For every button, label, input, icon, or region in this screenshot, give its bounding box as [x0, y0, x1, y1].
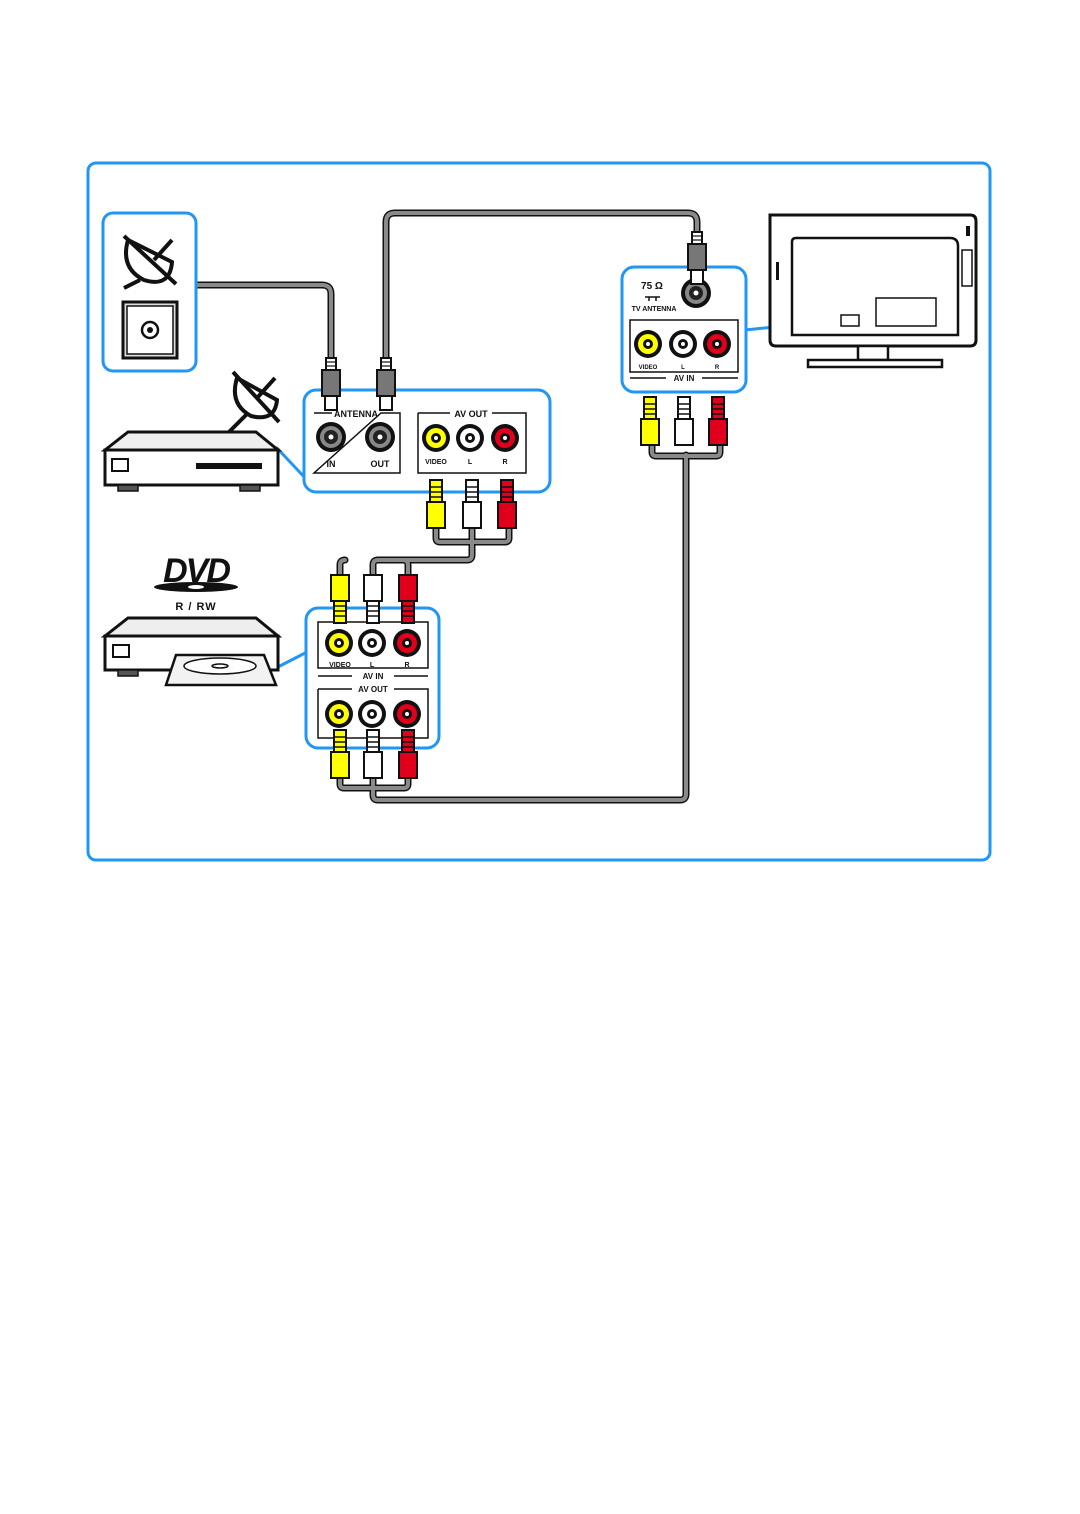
- dvd-audio-r-out-jack[interactable]: [393, 700, 421, 728]
- stb-video-out-jack[interactable]: [422, 424, 450, 452]
- stb-av-plugs: [426, 479, 517, 529]
- tv-antenna-label: TV ANTENNA: [632, 306, 677, 313]
- dvd-recorder-icon: DVD R / RW: [100, 552, 283, 687]
- out-label: OUT: [371, 459, 391, 469]
- tv-audio-r-in-jack[interactable]: [703, 330, 731, 358]
- tv-av-plugs: [640, 396, 728, 446]
- svg-text:R / RW: R / RW: [175, 601, 216, 613]
- ohm-label: 75 Ω: [641, 281, 663, 292]
- dvd-in-l-label: L: [370, 662, 375, 669]
- tv-video-in-jack[interactable]: [634, 330, 662, 358]
- av-out-label: AV OUT: [454, 409, 488, 419]
- dvd-audio-l-out-jack[interactable]: [358, 700, 386, 728]
- dvd-logo-icon: DVD R / RW: [154, 552, 238, 613]
- dvd-av-in-label: AV IN: [363, 672, 384, 681]
- antenna-out-plug: [376, 357, 396, 411]
- antenna-out-jack[interactable]: [365, 422, 395, 452]
- dvd-av-out-label: AV OUT: [358, 685, 388, 694]
- r-label: R: [502, 459, 507, 466]
- stb-audio-r-out-jack[interactable]: [491, 424, 519, 452]
- dvd-out-plugs: [330, 729, 418, 779]
- l-label: L: [468, 459, 473, 466]
- set-top-box-icon: [100, 370, 283, 492]
- tv-r-label: R: [715, 365, 720, 371]
- diagram-frame: [86, 161, 992, 862]
- dvd-audio-r-in-jack[interactable]: [393, 629, 421, 657]
- video-label: VIDEO: [425, 459, 447, 466]
- tv-av-in-label: AV IN: [674, 374, 695, 383]
- antenna-in-plug: [321, 357, 341, 411]
- dvd-video-out-jack[interactable]: [325, 700, 353, 728]
- stb-audio-l-out-jack[interactable]: [456, 424, 484, 452]
- dvd-rear-panel: VIDEO L R AV IN AV OUT: [304, 606, 441, 750]
- antenna-label: ANTENNA: [334, 409, 378, 419]
- cables: [192, 209, 922, 804]
- stb-rear-panel: ANTENNA IN OUT AV OUT VIDEO L R: [302, 388, 552, 494]
- tv-rear-panel: 75 Ω TV ANTENNA VIDEO L R AV IN: [620, 265, 748, 394]
- dvd-in-video-label: VIDEO: [329, 662, 351, 669]
- dvd-audio-l-in-jack[interactable]: [358, 629, 386, 657]
- tv-antenna-plug: [687, 231, 707, 285]
- antenna-in-jack[interactable]: [316, 422, 346, 452]
- dvd-in-plugs: [330, 574, 418, 624]
- satellite-dish-icon: [122, 234, 178, 290]
- tv-rear-icon: [768, 213, 978, 369]
- tv-video-label: VIDEO: [639, 365, 658, 371]
- tv-audio-l-in-jack[interactable]: [669, 330, 697, 358]
- antenna-wall-socket-icon: [121, 300, 179, 360]
- dvd-video-in-jack[interactable]: [325, 629, 353, 657]
- in-label: IN: [327, 459, 336, 469]
- tv-l-label: L: [681, 365, 685, 371]
- antenna-source-box: [101, 211, 198, 373]
- dvd-in-r-label: R: [404, 662, 409, 669]
